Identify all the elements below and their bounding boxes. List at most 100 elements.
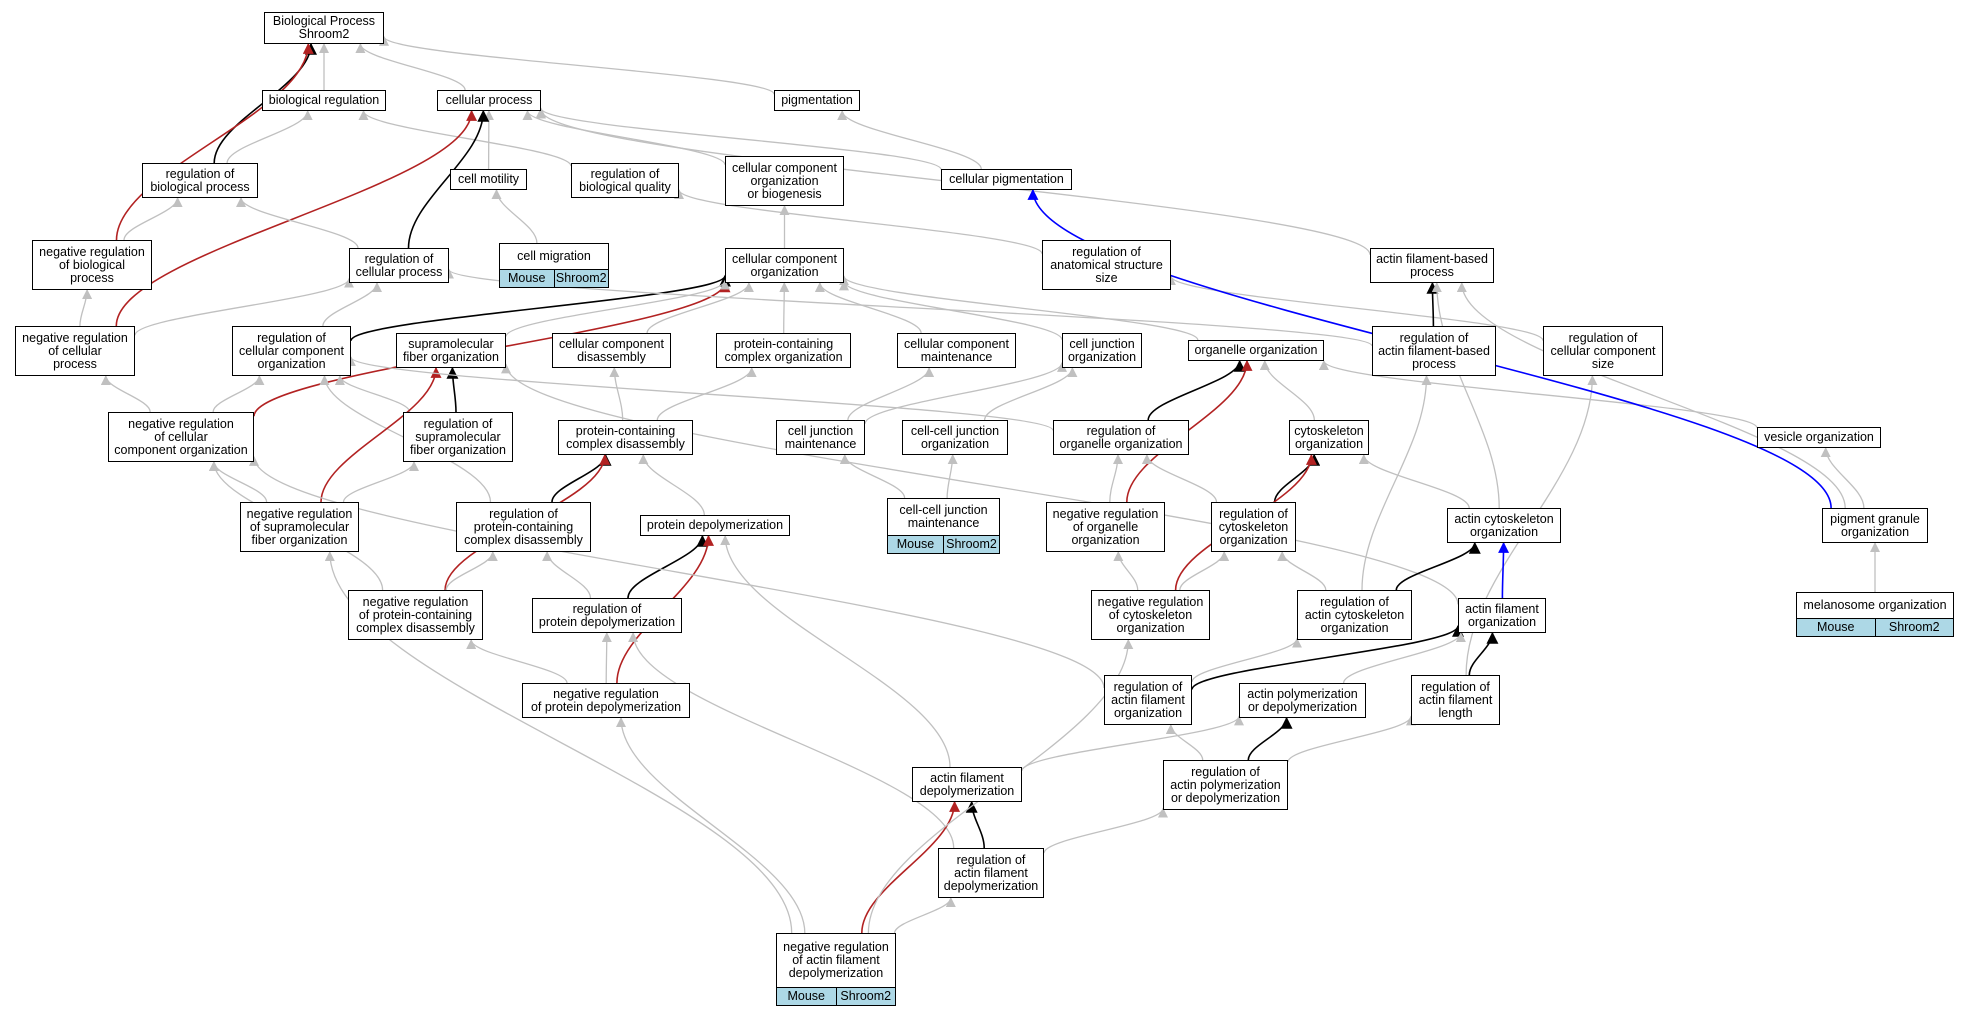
go-term-organelle-org[interactable]: organelle organization xyxy=(1188,340,1324,361)
annotation-species: Mouse xyxy=(500,270,554,287)
go-term-reg-pc-complex-disassembly[interactable]: regulation of protein-containing complex… xyxy=(456,502,591,552)
edge-is_a-neg_reg_cc_org-to-neg_reg_cellular_process xyxy=(100,375,151,413)
go-term-neg-reg-biological-process[interactable]: negative regulation of biological proces… xyxy=(32,240,152,290)
edge-is_a-cc_junction_maint-to-cc_junction_org xyxy=(946,454,958,499)
edge-part_of-reg_cellular_process-to-cellular_process xyxy=(407,109,490,249)
go-term-reg-supramol-fiber-org[interactable]: regulation of supramolecular fiber organ… xyxy=(403,412,513,462)
go-term-label: regulation of cytoskeleton organization xyxy=(1218,506,1289,547)
go-term-cellular-process[interactable]: cellular process xyxy=(437,90,541,111)
go-term-label: actin polymerization or depolymerization xyxy=(1247,686,1358,714)
go-term-vesicle-org[interactable]: vesicle organization xyxy=(1757,427,1881,448)
edge-part_of-reg_protein_depolymerization-to-protein_depolymerization xyxy=(627,534,709,599)
go-term-pigmentation[interactable]: pigmentation xyxy=(774,90,860,111)
go-term-reg-actin-fil-org[interactable]: regulation of actin filament organizatio… xyxy=(1104,675,1192,725)
go-term-cell-motility[interactable]: cell motility xyxy=(450,169,527,190)
go-term-pc-complex-disassembly[interactable]: protein-containing complex disassembly xyxy=(558,420,693,455)
go-term-label: cellular component organization or bioge… xyxy=(732,160,837,201)
go-term-label: cell-cell junction maintenance xyxy=(899,503,988,530)
go-term-reg-biological-process[interactable]: regulation of biological process xyxy=(142,163,258,198)
go-term-cytoskeleton-org[interactable]: cytoskeleton organization xyxy=(1289,420,1369,455)
edge-is_a-cc_maintenance-to-cc_org xyxy=(814,282,922,334)
go-term-actin-fil-based-process[interactable]: actin filament-based process xyxy=(1370,248,1494,283)
go-term-reg-cc-size[interactable]: regulation of cellular component size xyxy=(1543,326,1663,376)
go-term-label: vesicle organization xyxy=(1764,430,1874,444)
go-term-neg-reg-actin-fil-depolymerization[interactable]: negative regulation of actin filament de… xyxy=(776,933,896,1006)
edge-is_a-reg_biological_quality-to-biological_regulation xyxy=(358,110,572,167)
go-term-label: negative regulation of protein depolymer… xyxy=(530,686,682,714)
go-term-label: organelle organization xyxy=(1194,343,1318,357)
go-term-reg-actin-polymerization[interactable]: regulation of actin polymerization or de… xyxy=(1163,760,1288,810)
go-term-cc-junction-org[interactable]: cell-cell junction organization xyxy=(902,420,1008,455)
go-term-label: regulation of biological quality xyxy=(579,166,671,194)
go-term-reg-actin-cytoskeleton-org[interactable]: regulation of actin cytoskeleton organiz… xyxy=(1297,590,1412,640)
edge-is_a-reg_cc_size-to-reg_anat_struct_size xyxy=(1166,275,1544,342)
edge-is_a-reg_organelle_org-to-reg_cc_org xyxy=(346,356,1054,431)
edge-is_a-cell_migration-to-cell_motility xyxy=(491,189,538,244)
edge-is_a-vesicle_org-to-organelle_org xyxy=(1319,360,1758,429)
edge-is_a-cellular_pigmentation-to-cellular_process xyxy=(536,107,942,171)
go-term-reg-actin-fil-based-process[interactable]: regulation of actin filament-based proce… xyxy=(1372,326,1496,376)
go-term-ccob[interactable]: cellular component organization or bioge… xyxy=(725,156,844,206)
go-term-reg-cc-org[interactable]: regulation of cellular component organiz… xyxy=(232,326,351,376)
go-term-label: regulation of biological process xyxy=(150,166,250,194)
go-term-reg-protein-depolymerization[interactable]: regulation of protein depolymerization xyxy=(532,598,682,633)
go-term-cc-org[interactable]: cellular component organization xyxy=(725,248,844,283)
go-term-reg-cytoskeleton-org[interactable]: regulation of cytoskeleton organization xyxy=(1211,502,1296,552)
go-term-neg-reg-pc-complex-disassembly[interactable]: negative regulation of protein-containin… xyxy=(348,590,483,640)
go-term-reg-organelle-org[interactable]: regulation of organelle organization xyxy=(1053,420,1189,455)
edge-is_a-neg_reg_cellular_process-to-reg_cellular_process xyxy=(134,277,354,336)
annotation-species: Mouse xyxy=(888,536,943,553)
go-term-neg-reg-cc-org[interactable]: negative regulation of cellular componen… xyxy=(108,412,254,462)
edge-is_a-reg_actin_fil_depolymerization-to-reg_actin_polymerization xyxy=(1043,807,1168,854)
go-term-label: regulation of cellular component organiz… xyxy=(239,330,344,371)
go-term-neg-reg-organelle-org[interactable]: negative regulation of organelle organiz… xyxy=(1046,502,1165,552)
go-term-label: regulation of actin filament-based proce… xyxy=(1378,330,1490,371)
go-term-reg-actin-fil-length[interactable]: regulation of actin filament length xyxy=(1411,675,1500,725)
go-term-label: supramolecular fiber organization xyxy=(403,336,499,364)
go-term-supramol-fiber-org[interactable]: supramolecular fiber organization xyxy=(396,333,506,368)
go-term-cc-maintenance[interactable]: cellular component maintenance xyxy=(897,333,1016,368)
go-term-reg-cellular-process[interactable]: regulation of cellular process xyxy=(349,248,449,283)
go-term-label: regulation of cellular component size xyxy=(1550,330,1656,371)
go-term-pigment-granule-org[interactable]: pigment granule organization xyxy=(1822,508,1928,543)
go-term-cell-junction-maint[interactable]: cell junction maintenance xyxy=(776,420,865,455)
go-term-neg-reg-protein-depolymerization[interactable]: negative regulation of protein depolymer… xyxy=(522,683,690,718)
go-term-label: negative regulation of biological proces… xyxy=(39,244,145,285)
edge-is_a-reg_cellular_process-to-reg_biological_process xyxy=(236,197,359,249)
go-term-label: pigment granule organization xyxy=(1830,511,1920,539)
go-term-label: actin filament organization xyxy=(1465,601,1539,629)
go-term-cc-disassembly[interactable]: cellular component disassembly xyxy=(552,333,671,368)
edge-is_a-reg_actin_fil_org-to-reg_actin_cytoskeleton_org xyxy=(1191,637,1302,683)
edge-is_a-neg_reg_actin_fil_depolymerization-to-neg_reg_protein_depolymerization xyxy=(616,717,806,934)
go-term-label: negative regulation of actin filament de… xyxy=(783,940,889,980)
go-term-bp[interactable]: Biological Process Shroom2 xyxy=(264,12,384,44)
edge-is_a-cellular_process-to-bp xyxy=(355,43,466,91)
go-term-actin-cytoskeleton-org[interactable]: actin cytoskeleton organization xyxy=(1447,508,1561,543)
go-term-reg-actin-fil-depolymerization[interactable]: regulation of actin filament depolymeriz… xyxy=(938,848,1044,898)
go-term-label: cell junction organization xyxy=(1067,336,1137,364)
go-term-neg-reg-cellular-process[interactable]: negative regulation of cellular process xyxy=(15,326,135,376)
go-term-cellular-pigmentation[interactable]: cellular pigmentation xyxy=(941,169,1072,190)
go-term-biological-regulation[interactable]: biological regulation xyxy=(262,90,386,111)
go-term-label: protein-containing complex disassembly xyxy=(566,423,685,451)
go-term-neg-reg-supramol-fiber-org[interactable]: negative regulation of supramolecular fi… xyxy=(240,502,359,552)
go-term-cell-junction-org[interactable]: cell junction organization xyxy=(1062,333,1142,368)
edge-is_a-neg_reg_organelle_org-to-reg_organelle_org xyxy=(1109,454,1123,503)
go-term-reg-anat-struct-size[interactable]: regulation of anatomical structure size xyxy=(1042,240,1171,290)
go-term-pc-complex-org[interactable]: protein-containing complex organization xyxy=(716,333,851,368)
go-term-actin-polymerization-or-depolymerization[interactable]: actin polymerization or depolymerization xyxy=(1239,683,1366,718)
go-term-actin-fil-org[interactable]: actin filament organization xyxy=(1458,598,1546,633)
go-term-label: regulation of supramolecular fiber organ… xyxy=(410,416,506,457)
go-term-neg-reg-cytoskeleton-org[interactable]: negative regulation of cytoskeleton orga… xyxy=(1091,590,1210,640)
go-term-protein-depolymerization[interactable]: protein depolymerization xyxy=(640,515,790,536)
go-term-actin-fil-depolymerization[interactable]: actin filament depolymerization xyxy=(912,767,1022,802)
annotation-species: Mouse xyxy=(777,988,836,1005)
annotation-gene: Shroom2 xyxy=(553,270,608,287)
go-term-reg-biological-quality[interactable]: regulation of biological quality xyxy=(571,163,679,198)
edge-is_a-reg_actin_fil_org-to-neg_reg_cc_org xyxy=(249,455,1105,689)
edge-is_a-actin_fil_depolymerization-to-protein_depolymerization xyxy=(720,535,951,768)
